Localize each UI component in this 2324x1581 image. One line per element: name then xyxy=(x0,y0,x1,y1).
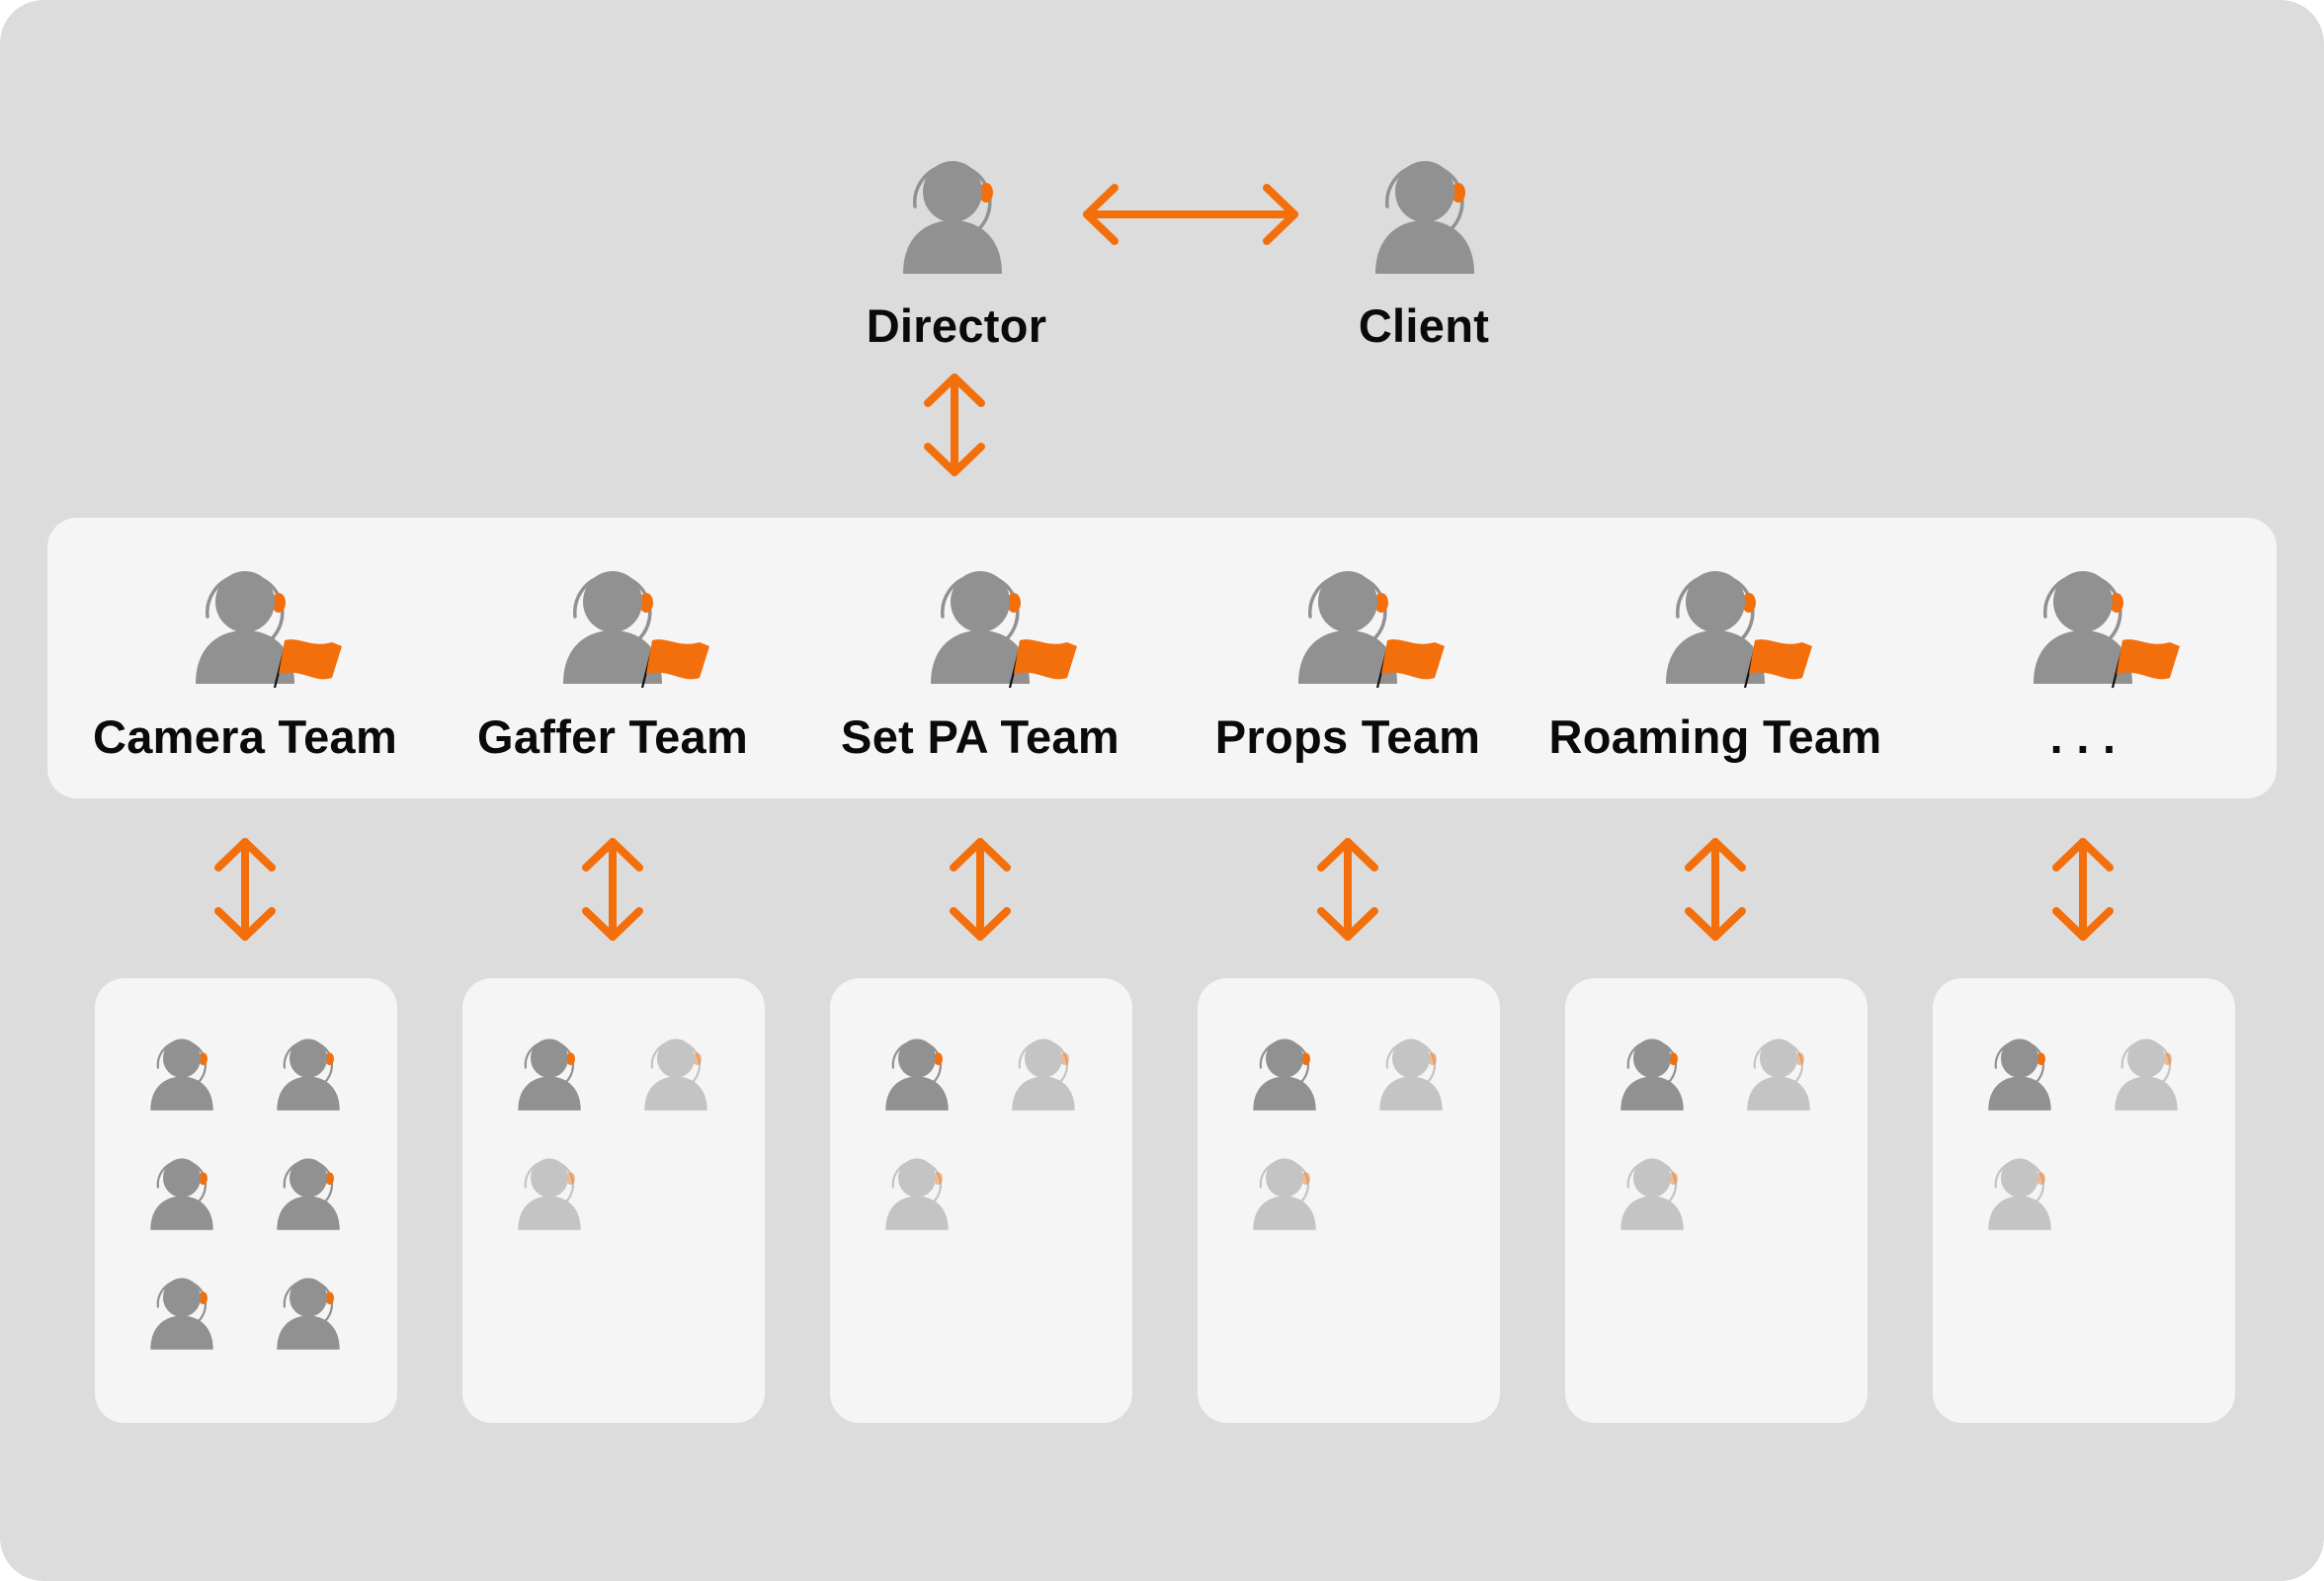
member-person-active-icon xyxy=(150,1039,213,1111)
team-members-bidirectional-arrow-icon xyxy=(2052,838,2114,941)
director-client-bidirectional-arrow-icon xyxy=(1083,184,1298,245)
team-lead-flag-icon xyxy=(2034,571,2180,689)
team-lead-flag-icon xyxy=(196,571,342,689)
member-person-active-icon xyxy=(885,1039,949,1111)
member-person-active-icon xyxy=(150,1278,213,1350)
member-person-inactive-icon xyxy=(644,1039,707,1111)
member-person-inactive-icon xyxy=(1747,1039,1810,1111)
team-members-bidirectional-arrow-icon xyxy=(1317,838,1378,941)
team-members-card xyxy=(95,978,397,1423)
member-person-active-icon xyxy=(1988,1039,2051,1111)
member-person-inactive-icon xyxy=(518,1158,581,1230)
team-members-bidirectional-arrow-icon xyxy=(1685,838,1746,941)
member-person-active-icon xyxy=(1620,1039,1684,1111)
team-label: Gaffer Team xyxy=(476,710,749,763)
team-lead-flag-icon xyxy=(563,571,709,689)
member-person-inactive-icon xyxy=(1012,1039,1075,1111)
team-label: Camera Team xyxy=(92,710,398,763)
member-person-active-icon xyxy=(518,1039,581,1111)
team-lead-flag-icon xyxy=(1666,571,1812,689)
team-label: Roaming Team xyxy=(1548,710,1882,763)
team-leads-panel xyxy=(47,518,2277,798)
team-members-card xyxy=(830,978,1132,1423)
member-person-active-icon xyxy=(150,1158,213,1230)
member-person-inactive-icon xyxy=(885,1158,949,1230)
team-members-card xyxy=(1198,978,1500,1423)
member-person-inactive-icon xyxy=(1379,1039,1443,1111)
director-label: Director xyxy=(866,299,1047,352)
team-members-card xyxy=(1565,978,1868,1423)
team-members-bidirectional-arrow-icon xyxy=(950,838,1011,941)
team-label: . . . xyxy=(2049,710,2116,763)
team-members-card xyxy=(462,978,765,1423)
member-person-active-icon xyxy=(277,1039,340,1111)
team-label: Props Team xyxy=(1214,710,1481,763)
team-members-bidirectional-arrow-icon xyxy=(582,838,643,941)
member-person-active-icon xyxy=(1253,1039,1316,1111)
member-person-inactive-icon xyxy=(1988,1158,2051,1230)
director-headset-person-icon xyxy=(903,161,1002,274)
member-person-active-icon xyxy=(277,1158,340,1230)
client-label: Client xyxy=(1358,299,1490,352)
client-headset-person-icon xyxy=(1375,161,1474,274)
member-person-inactive-icon xyxy=(2115,1039,2178,1111)
member-person-inactive-icon xyxy=(1620,1158,1684,1230)
member-person-active-icon xyxy=(277,1278,340,1350)
team-lead-flag-icon xyxy=(931,571,1077,689)
team-members-bidirectional-arrow-icon xyxy=(214,838,276,941)
director-teams-bidirectional-arrow-icon xyxy=(924,374,985,476)
team-lead-flag-icon xyxy=(1298,571,1445,689)
team-members-card xyxy=(1933,978,2235,1423)
team-label: Set PA Team xyxy=(841,710,1120,763)
member-person-inactive-icon xyxy=(1253,1158,1316,1230)
